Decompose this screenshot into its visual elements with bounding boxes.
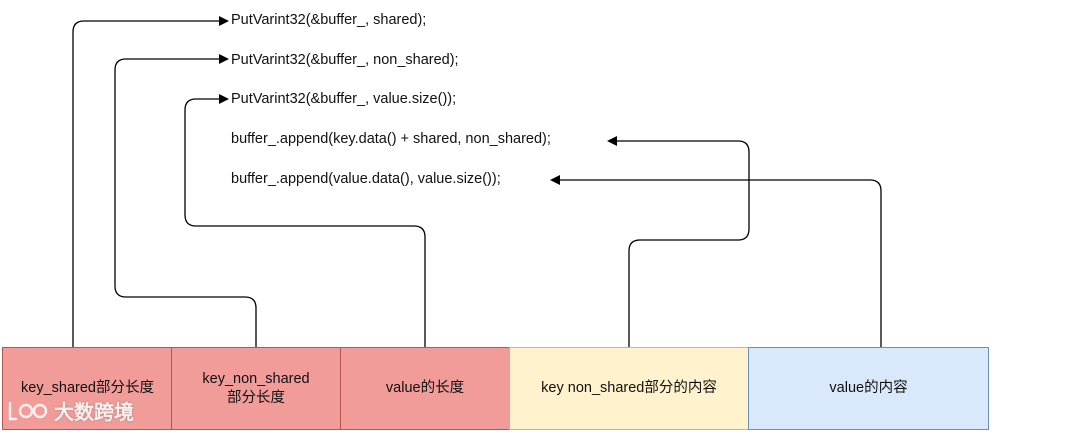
box-value-length: value的长度	[340, 347, 510, 430]
box-label: key non_shared部分的内容	[541, 380, 717, 396]
box-value-content: value的内容	[748, 347, 989, 430]
code-line-put-shared: PutVarint32(&buffer_, shared);	[231, 12, 427, 28]
box-key-non-shared-content: key non_shared部分的内容	[509, 347, 749, 430]
box-label: value的内容	[829, 380, 908, 396]
arrow-value-length-to-line-2	[184, 94, 426, 347]
code-line-put-value-size: PutVarint32(&buffer_, value.size());	[231, 91, 457, 107]
arrow-value-content-to-line-4	[550, 175, 882, 347]
code-line-append-value: buffer_.append(value.data(), value.size(…	[231, 171, 501, 187]
arrow-key-non-shared-to-line-1	[114, 54, 257, 347]
box-label: key_shared部分长度	[21, 380, 154, 396]
watermark: 大数跨境	[6, 396, 134, 425]
watermark-text: 大数跨境	[54, 402, 134, 424]
box-label-line-2: 部分长度	[226, 389, 285, 406]
arrow-key-content-to-line-3	[607, 136, 750, 347]
box-key-shared-length: key_shared部分长度	[2, 347, 173, 430]
box-key-non-shared-length: key_non_shared 部分长度	[171, 347, 341, 430]
arrow-key-shared-to-line-0	[72, 16, 229, 347]
box-label: value的长度	[385, 380, 465, 396]
watermark-logo-icon	[8, 401, 48, 420]
code-line-put-non-shared: PutVarint32(&buffer_, non_shared);	[231, 52, 459, 68]
box-label-line-1: key_non_shared	[202, 370, 310, 387]
code-line-append-key: buffer_.append(key.data() + shared, non_…	[231, 131, 551, 147]
